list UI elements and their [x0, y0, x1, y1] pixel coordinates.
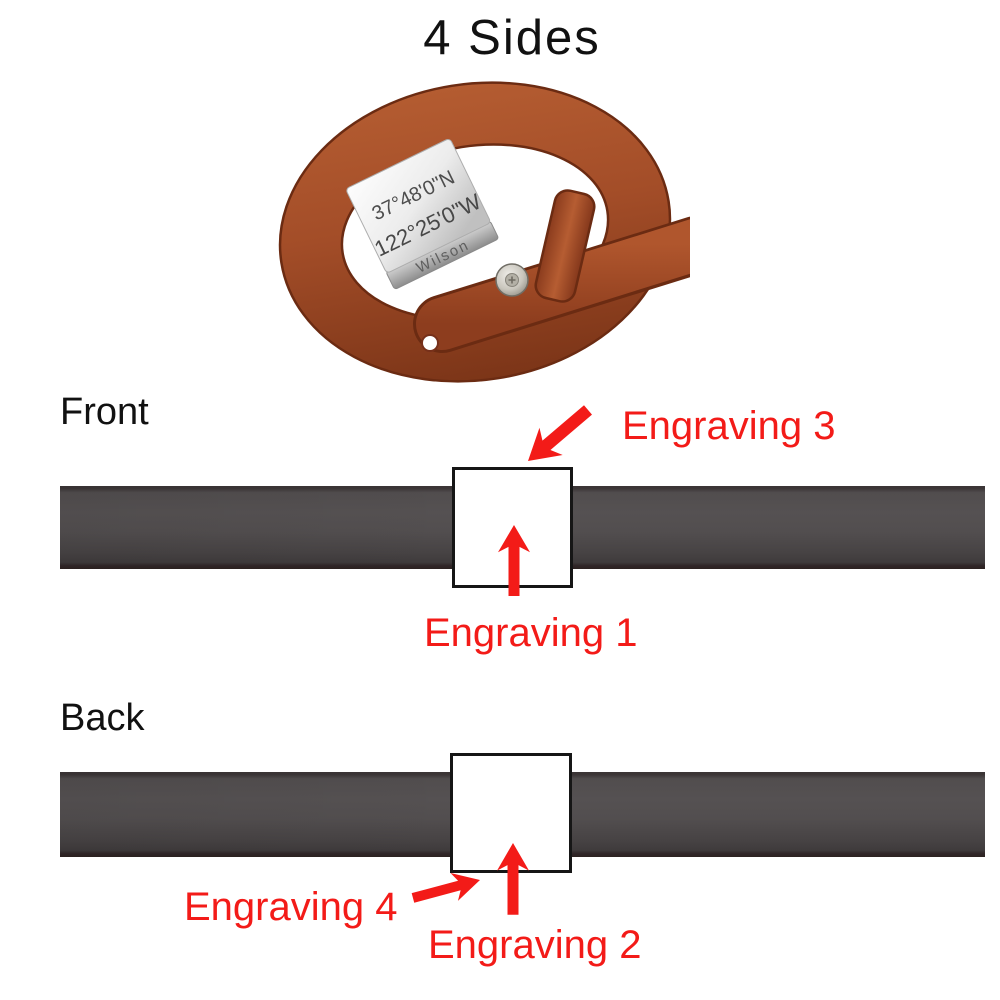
engraving-4-label: Engraving 4 [184, 885, 398, 929]
bracelet-rivet [495, 263, 529, 297]
back-engraving-plate-square [450, 753, 572, 873]
front-engraving-plate-square [452, 467, 573, 588]
back-section-label: Back [60, 697, 145, 739]
engraving-2-label: Engraving 2 [428, 923, 642, 967]
bracelet-engraved-plate: 37°48'0"N 122°25'0"W Wilson [346, 138, 499, 290]
page-title: 4 Sides [423, 11, 601, 65]
bracelet-photo: 37°48'0"N 122°25'0"W Wilson [278, 81, 690, 383]
arrow-engraving-3 [516, 396, 600, 475]
strap-hole [421, 334, 439, 352]
engraving-3-label: Engraving 3 [622, 404, 836, 448]
front-section-label: Front [60, 391, 149, 433]
engraving-1-label: Engraving 1 [424, 611, 638, 655]
bracelet-keeper-loop [534, 189, 596, 303]
